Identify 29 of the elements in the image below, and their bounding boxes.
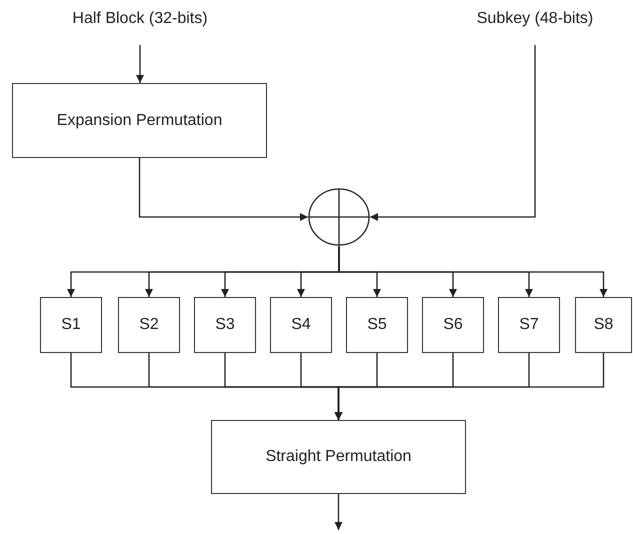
arrow: [138, 158, 308, 221]
s-box: [40, 297, 102, 353]
s-box: [346, 297, 408, 353]
box-label: S5: [367, 316, 387, 334]
box-label: S2: [139, 316, 159, 334]
box-label: Expansion Permutation: [56, 112, 222, 130]
box-label: S6: [443, 316, 463, 334]
s-box: [422, 297, 484, 353]
s-box: [194, 297, 256, 353]
box-label: S4: [291, 316, 311, 334]
box-label: S1: [61, 316, 81, 334]
box-label: S8: [594, 316, 614, 334]
s-box: [118, 297, 180, 353]
arrow: [370, 45, 536, 221]
s-box: [575, 297, 632, 353]
arrow: [334, 353, 604, 420]
process-box: [12, 83, 267, 158]
xor-circle: [308, 188, 370, 246]
arrow: [334, 494, 342, 530]
input-label: Subkey (48-bits): [476, 10, 594, 28]
s-box: [498, 297, 560, 353]
box-label: Straight Permutation: [266, 448, 412, 466]
s-box: [270, 297, 332, 353]
box-label: S7: [519, 316, 539, 334]
box-label: S3: [215, 316, 235, 334]
arrow: [338, 246, 608, 297]
arrow: [136, 45, 144, 83]
input-label: Half Block (32-bits): [72, 10, 208, 28]
process-box: [211, 420, 466, 494]
